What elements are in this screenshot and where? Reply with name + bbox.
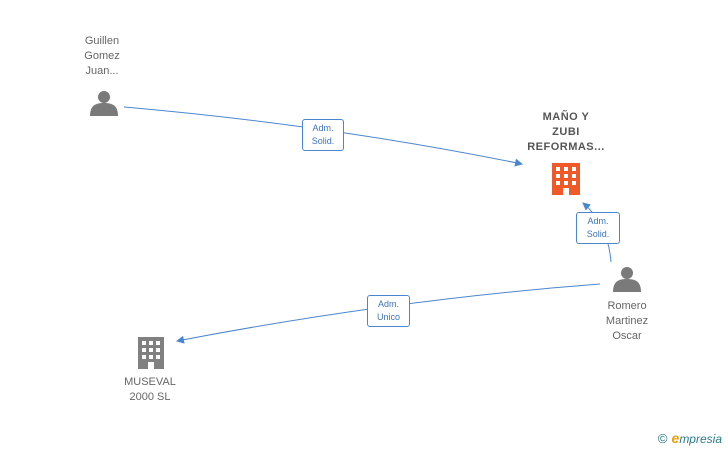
node-label-line: Oscar [612, 330, 642, 342]
building-icon[interactable] [552, 163, 580, 195]
edge-label-line: Solid. [586, 229, 610, 239]
node-label-museval[interactable]: MUSEVAL 2000 SL [108, 375, 192, 405]
edge-label-line: Solid. [311, 136, 335, 146]
node-label-romero[interactable]: Romero Martinez Oscar [592, 299, 662, 344]
node-label-mano[interactable]: MAÑO Y ZUBI REFORMAS... [516, 110, 616, 155]
node-label-line: REFORMAS... [527, 141, 605, 153]
person-icon[interactable] [90, 91, 118, 116]
node-label-line: ZUBI [552, 126, 580, 138]
edge-label-line: Adm. [312, 123, 334, 133]
node-label-line: MUSEVAL [124, 376, 176, 388]
node-label-line: Guillen [84, 35, 120, 47]
edge-label-guillen-mano[interactable]: Adm. Solid. [302, 119, 344, 151]
node-label-line: Martinez [605, 315, 649, 327]
edge-label-romero-museval[interactable]: Adm. Unico [367, 295, 410, 327]
edge-label-line: Unico [376, 312, 400, 322]
person-icon[interactable] [613, 267, 641, 292]
node-label-line: MAÑO Y [542, 111, 590, 123]
node-label-line: 2000 SL [129, 391, 171, 403]
edge-label-romero-mano[interactable]: Adm. Solid. [576, 212, 620, 244]
empresia-watermark: ©empresia [658, 430, 722, 446]
brand-initial: e [671, 430, 680, 446]
brand-name: mpresia [679, 432, 722, 446]
node-label-line: Gomez [84, 50, 120, 62]
building-icon[interactable] [138, 337, 164, 369]
edge-label-line: Adm. [587, 216, 609, 226]
edge-label-line: Adm. [377, 299, 399, 309]
node-label-guillen[interactable]: Guillen Gomez Juan... [72, 34, 132, 79]
node-label-line: Juan... [85, 65, 119, 77]
copyright-symbol: © [657, 431, 668, 446]
node-label-line: Romero [607, 300, 647, 312]
